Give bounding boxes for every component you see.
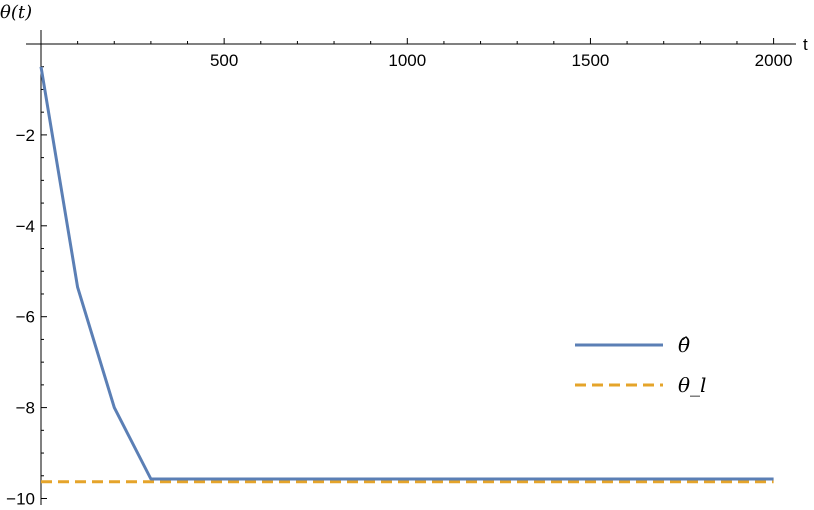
y-axis-label: θ(t) <box>0 2 32 23</box>
theta-hat-series-line <box>39 66 774 481</box>
chart-series <box>39 66 774 484</box>
x-tick-label: 1500 <box>572 51 610 70</box>
y-tick-label: −8 <box>16 399 35 418</box>
chart-legend: θ̂ θ_l <box>575 333 706 397</box>
legend-label: θ_l <box>678 373 706 397</box>
legend-label: θ̂ <box>678 333 690 357</box>
y-tick-label: −10 <box>6 490 35 509</box>
y-tick-label: −4 <box>16 217 35 236</box>
y-tick-label: −2 <box>16 126 35 145</box>
x-tick-label: 500 <box>210 51 238 70</box>
x-tick-label: 2000 <box>755 51 793 70</box>
chart-axes <box>26 30 796 505</box>
x-tick-label: 1000 <box>388 51 426 70</box>
y-tick-label: −6 <box>16 308 35 327</box>
x-axis-label: t <box>803 35 808 54</box>
chart-ticks: 500 1000 1500 2000 −2 −4 −6 −8 −10 <box>6 38 793 509</box>
